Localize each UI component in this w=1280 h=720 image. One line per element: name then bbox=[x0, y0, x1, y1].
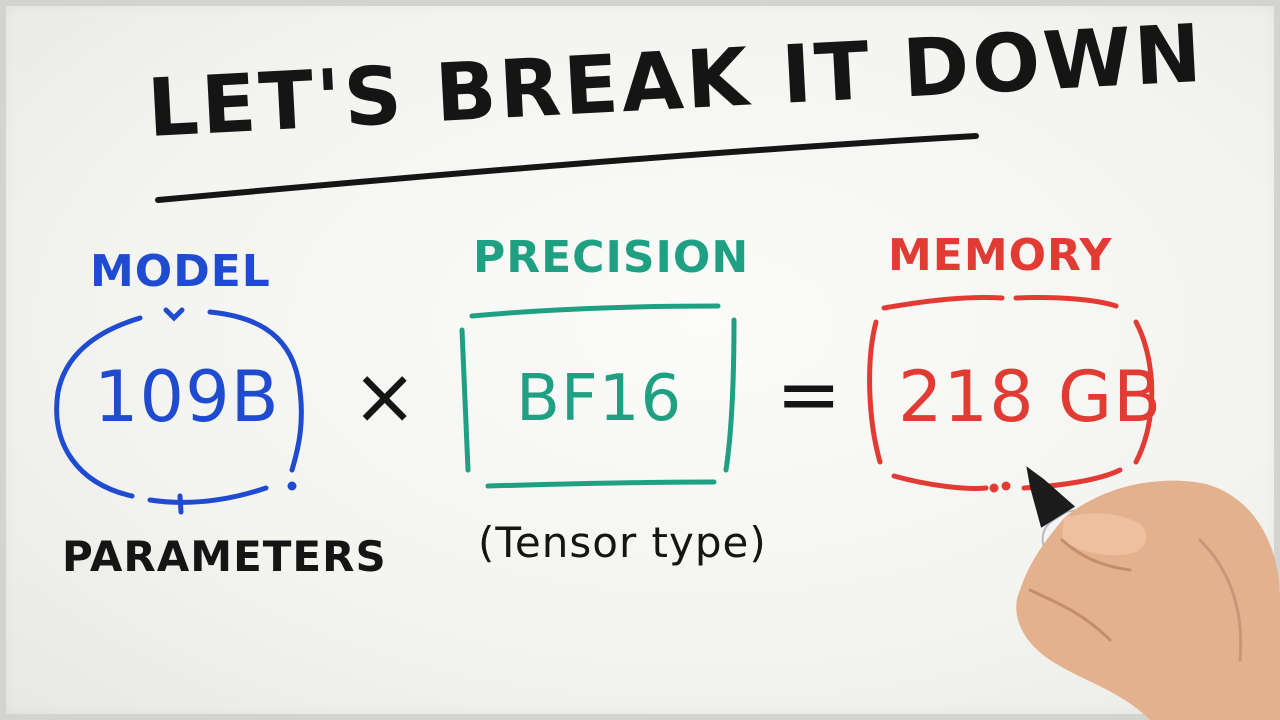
times-operator: × bbox=[352, 352, 419, 442]
equals-operator: = bbox=[776, 350, 843, 440]
memory-label: MEMORY bbox=[888, 230, 1113, 281]
hand-holding-marker-icon bbox=[1016, 466, 1280, 720]
params-bubble bbox=[54, 307, 304, 515]
precision-value: BF16 bbox=[516, 362, 683, 436]
precision-box bbox=[459, 303, 737, 489]
precision-sublabel: (Tensor type) bbox=[478, 518, 767, 567]
precision-label: PRECISION bbox=[473, 232, 750, 283]
params-label: MODEL bbox=[90, 246, 271, 297]
memory-value: 218 GB bbox=[898, 356, 1163, 438]
headline-underline bbox=[155, 133, 979, 203]
params-value: 109B bbox=[94, 356, 280, 438]
params-sublabel: PARAMETERS bbox=[62, 532, 387, 581]
